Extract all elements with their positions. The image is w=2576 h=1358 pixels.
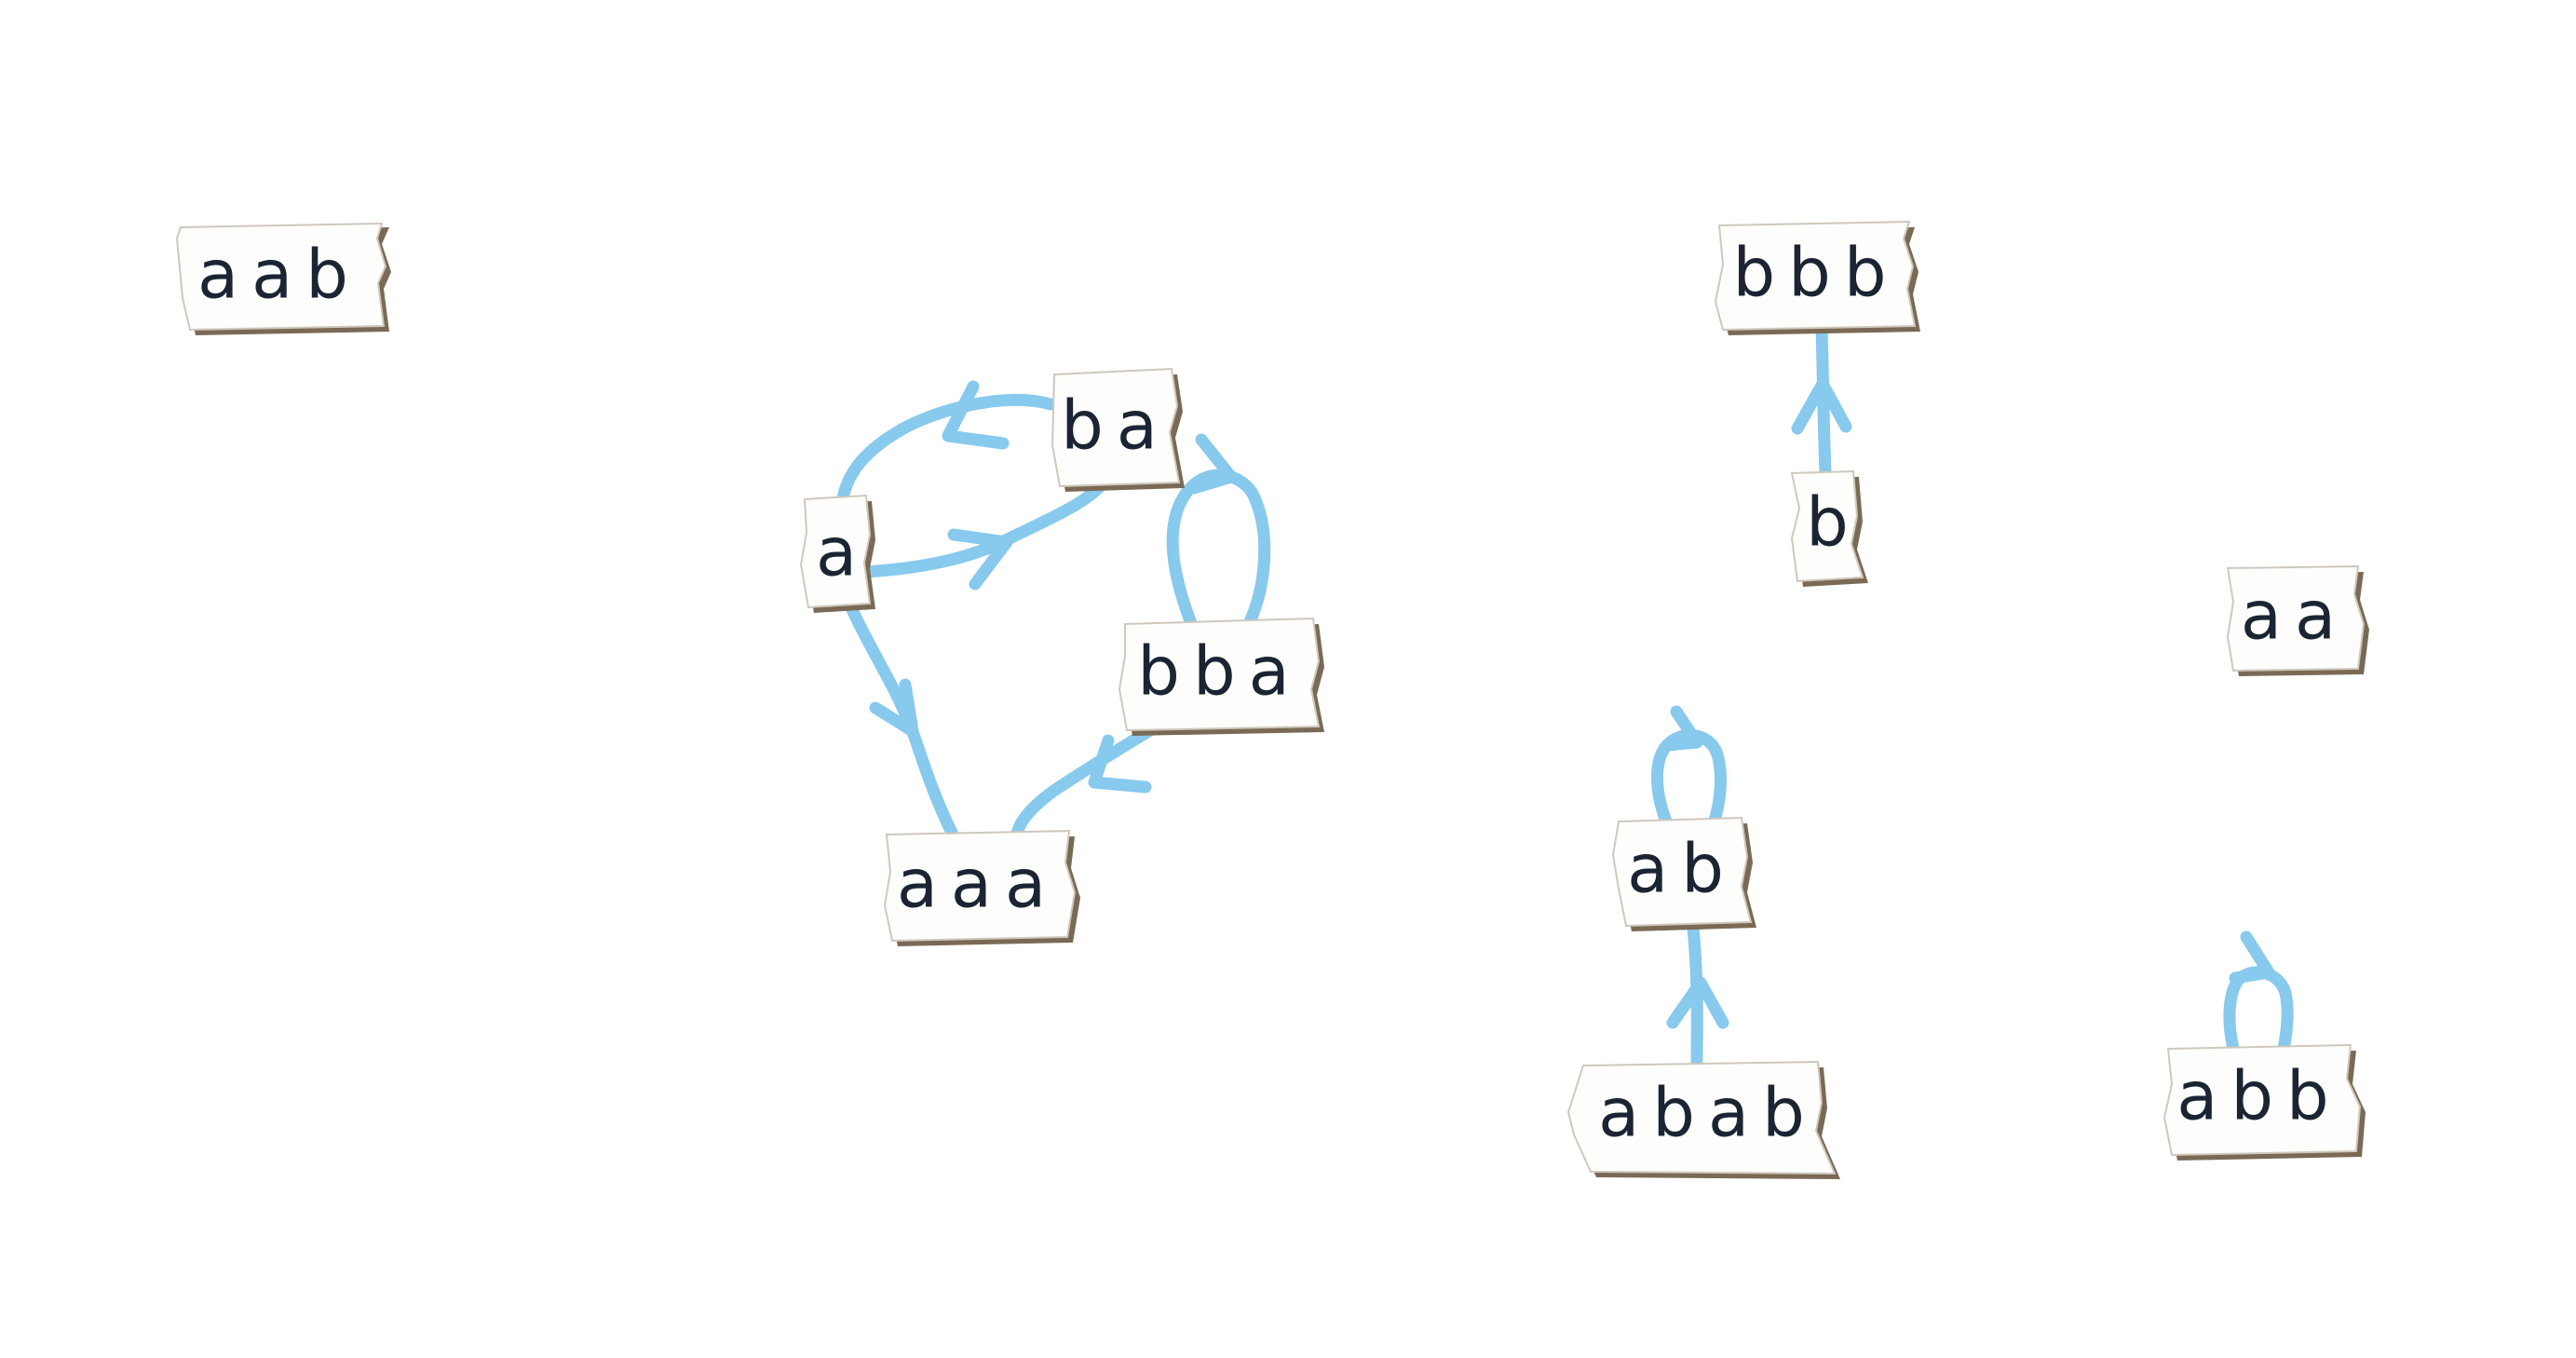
node-label: abab bbox=[1598, 1074, 1818, 1152]
edge-ab-self-loop bbox=[1651, 705, 1727, 830]
edge-b-to-bbb bbox=[1791, 323, 1852, 478]
node-ba[interactable]: ba bbox=[1051, 367, 1185, 492]
node-ab[interactable]: ab bbox=[1611, 816, 1756, 931]
edge-a-to-aaa bbox=[844, 599, 961, 845]
nodes-layer: aab bbb ba a b aa bbox=[175, 220, 2369, 1179]
node-label: ab bbox=[1627, 830, 1737, 908]
node-label: aaa bbox=[897, 845, 1059, 923]
node-label: b bbox=[1806, 483, 1849, 562]
node-b[interactable]: b bbox=[1790, 469, 1868, 587]
edge-abab-to-ab bbox=[1666, 921, 1729, 1068]
node-label: bbb bbox=[1732, 234, 1899, 312]
edge-bba-self-loop bbox=[1166, 433, 1271, 632]
edge-bba-to-aaa bbox=[1010, 715, 1171, 840]
node-label: a bbox=[816, 513, 857, 591]
node-a[interactable]: a bbox=[799, 494, 875, 613]
node-label: abb bbox=[2176, 1057, 2342, 1135]
node-abab[interactable]: abab bbox=[1566, 1060, 1840, 1179]
node-label: bba bbox=[1137, 632, 1303, 711]
node-label: ba bbox=[1061, 387, 1171, 465]
node-aab[interactable]: aab bbox=[175, 222, 391, 335]
node-label: aab bbox=[197, 236, 361, 314]
edge-a-to-ba bbox=[860, 470, 1115, 591]
node-aa[interactable]: aa bbox=[2226, 564, 2369, 676]
edge-abb-self-loop bbox=[2223, 930, 2294, 1055]
edges-layer bbox=[836, 323, 2294, 1068]
node-bbb[interactable]: bbb bbox=[1714, 220, 1920, 335]
node-aaa[interactable]: aaa bbox=[883, 829, 1080, 946]
node-abb[interactable]: abb bbox=[2162, 1043, 2366, 1161]
edge-ba-to-a bbox=[836, 380, 1057, 505]
node-bba[interactable]: bba bbox=[1118, 617, 1324, 736]
node-label: aa bbox=[2241, 577, 2349, 655]
